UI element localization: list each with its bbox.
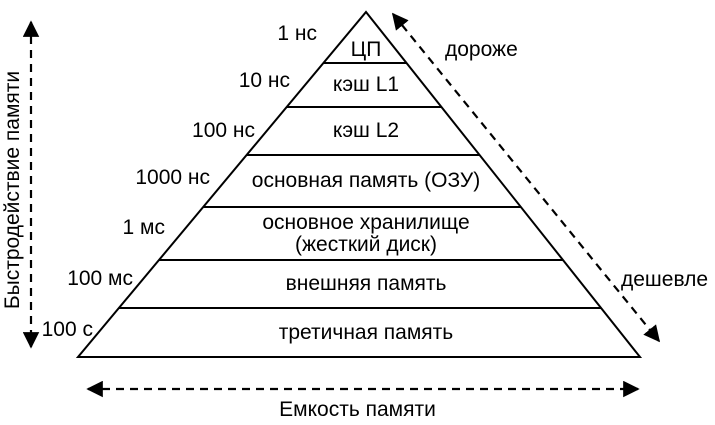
level-main-storage-label-line2: (жесткий диск): [295, 232, 437, 256]
level-cache-l2: кэш L2: [166, 107, 566, 155]
level-main-memory-label: основная память (ОЗУ): [251, 169, 481, 192]
level-main-memory: основная память (ОЗУ): [166, 155, 566, 207]
cost-label-expensive: дороже: [445, 38, 518, 61]
level-cache-l1-label: кэш L1: [332, 73, 400, 96]
level-cpu: ЦП: [166, 12, 566, 63]
level-external-memory: внешняя память: [166, 260, 566, 308]
level-main-storage-label-line1: основное хранилище: [262, 210, 470, 234]
speed-axis-label: Быстродействие памяти: [1, 70, 24, 310]
cost-label-cheaper: дешевле: [621, 268, 709, 291]
level-main-storage: основное хранилище (жесткий диск): [166, 207, 566, 260]
level-cache-l1: кэш L1: [166, 63, 566, 107]
capacity-axis-label: Емкость памяти: [279, 398, 436, 421]
level-tertiary-memory-label: третичная память: [278, 320, 454, 344]
time-label-cache-l2: 100 нс: [192, 119, 255, 142]
level-cache-l2-label: кэш L2: [332, 119, 400, 142]
time-label-cache-l1: 10 нс: [238, 69, 290, 92]
time-label-tertiary: 100 с: [41, 318, 93, 341]
level-tertiary-memory: третичная память: [166, 308, 566, 357]
cost-axis-arrow: [391, 12, 661, 343]
time-label-cpu: 1 нс: [277, 22, 317, 45]
time-label-external: 100 мс: [67, 267, 133, 290]
level-external-memory-label: внешняя память: [285, 272, 447, 295]
time-label-main-memory: 1000 нс: [135, 166, 210, 189]
time-label-main-storage: 1 мс: [122, 216, 165, 239]
level-cpu-label: ЦП: [350, 38, 382, 61]
